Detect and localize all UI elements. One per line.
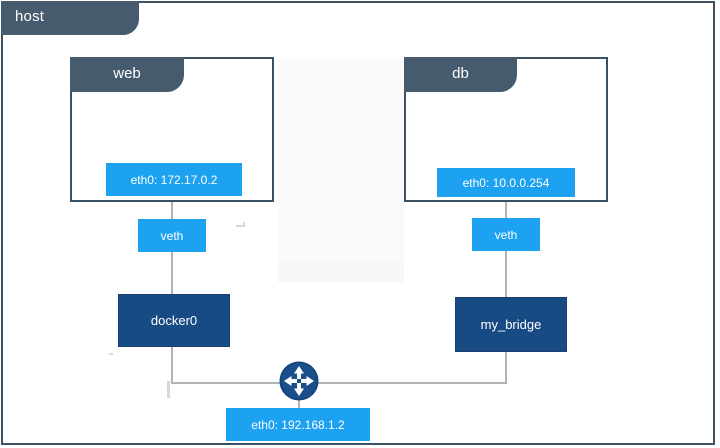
container-web-name: web — [113, 65, 141, 82]
line-bus-left — [171, 382, 283, 384]
host-title-tab: host — [1, 1, 139, 35]
db-eth0-chip[interactable]: eth0: 10.0.0.254 — [437, 168, 575, 197]
host-title-label: host — [15, 8, 45, 25]
background-wash-lower — [278, 262, 404, 282]
line-db-veth-to-my-bridge — [505, 250, 507, 298]
line-router-to-host-ip — [298, 398, 300, 409]
db-veth-chip[interactable]: veth — [472, 218, 540, 251]
web-eth0-chip[interactable]: eth0: 172.17.0.2 — [106, 163, 242, 196]
container-db-title-tab: db — [404, 57, 517, 92]
container-web-title-tab: web — [70, 57, 184, 92]
stray-mark-1 — [236, 225, 244, 227]
bridge-docker0[interactable]: docker0 — [118, 294, 230, 347]
line-web-eth0-to-veth — [171, 196, 173, 221]
line-docker0-to-bus — [171, 345, 173, 384]
stray-mark-4 — [167, 381, 170, 398]
line-web-veth-to-docker0 — [171, 250, 173, 296]
background-wash — [278, 59, 404, 281]
bridge-my-bridge[interactable]: my_bridge — [455, 297, 567, 352]
web-veth-chip[interactable]: veth — [138, 219, 206, 252]
stray-mark-2 — [243, 222, 245, 227]
container-db-name: db — [452, 65, 469, 82]
host-eth0-chip[interactable]: eth0: 192.168.1.2 — [226, 408, 370, 441]
line-bus-right — [317, 382, 507, 384]
router-icon[interactable] — [279, 361, 319, 401]
line-my-bridge-to-bus — [505, 350, 507, 384]
stray-mark-3 — [109, 353, 113, 355]
line-db-eth0-to-veth — [505, 196, 507, 220]
